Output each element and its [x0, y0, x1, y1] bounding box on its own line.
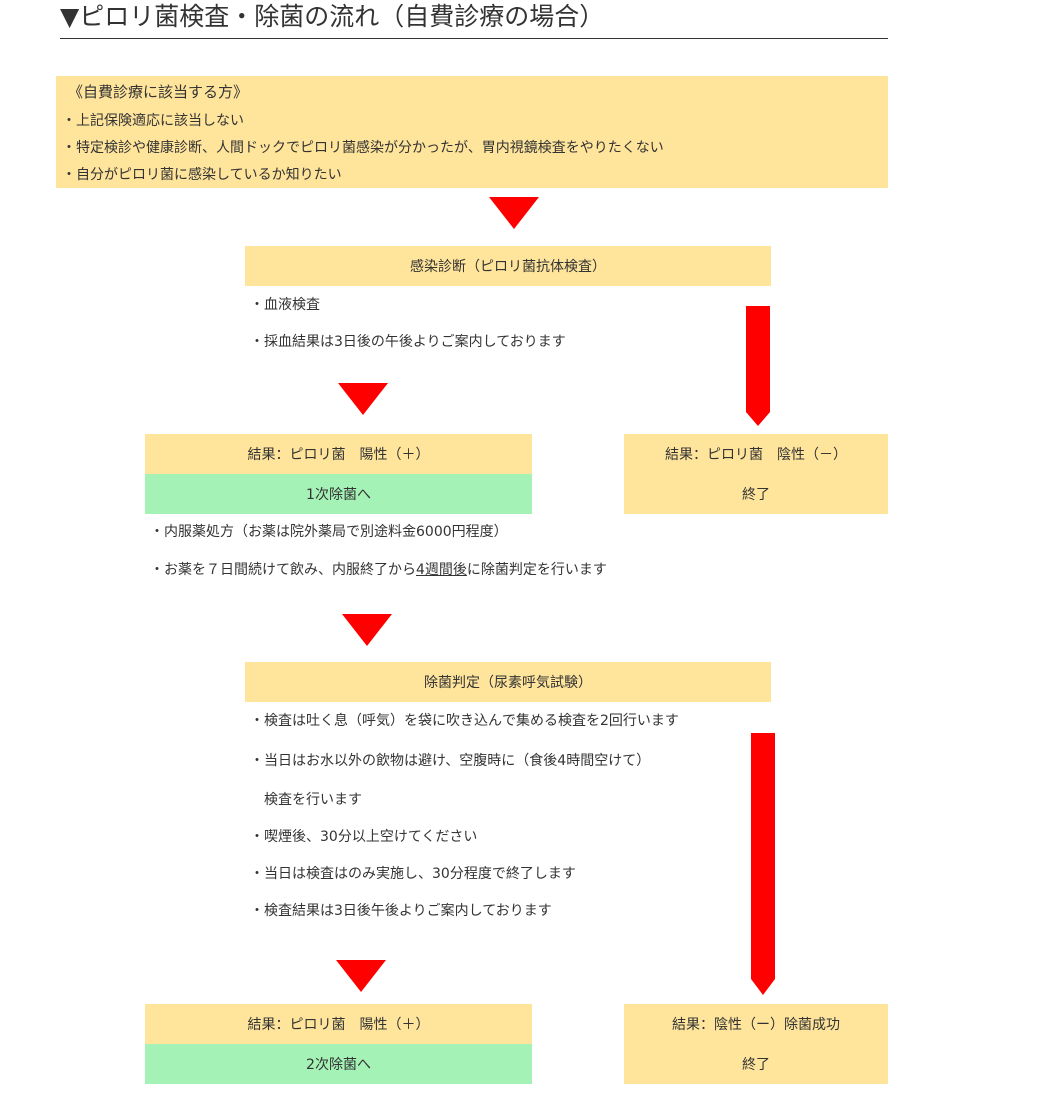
result2-positive-box: 結果：ピロリ菌 陽性（＋） [145, 1004, 532, 1044]
diagnosis-note: ・血液検査 [250, 297, 320, 313]
judgement-note: ・当日は検査はのみ実施し、30分程度で終了します [250, 866, 576, 882]
result1-negative-label: 結果：ピロリ菌 陰性（－） [665, 447, 847, 463]
diagnosis-note: ・採血結果は3日後の午後よりご案内しております [250, 334, 566, 350]
result2-next-step-box: 2次除菌へ [145, 1044, 532, 1084]
judgement-note: ・検査結果は3日後午後よりご案内しております [250, 903, 552, 919]
result2-negative-box: 結果：陰性（ー）除菌成功 終了 [624, 1004, 888, 1084]
judgement-note: 検査を行います [250, 792, 362, 808]
judgement-note: ・検査は吐く息（呼気）を袋に吹き込んで集める検査を2回行います [250, 713, 679, 729]
treatment-note-underlined: 4週間後 [416, 562, 467, 578]
down-arrow-icon [336, 960, 386, 992]
result1-positive-box: 結果：ピロリ菌 陽性（＋） [145, 434, 532, 474]
down-arrow-icon [342, 614, 392, 646]
eligibility-heading: 《自費診療に該当する方》 [68, 83, 249, 101]
result1-negative-next: 終了 [742, 487, 770, 503]
diagnosis-box: 感染診断（ピロリ菌抗体検査） [245, 246, 771, 286]
long-arrow-icon [746, 306, 770, 426]
down-arrow-icon [489, 197, 539, 229]
page-title: ▼ピロリ菌検査・除菌の流れ（自費診療の場合） [60, 0, 888, 39]
long-arrow-icon [751, 733, 775, 995]
judgement-note: ・当日はお水以外の飲物は避け、空腹時に（食後4時間空けて） [250, 753, 651, 769]
result1-negative-box: 結果：ピロリ菌 陰性（－） 終了 [624, 434, 888, 514]
judgement-box: 除菌判定（尿素呼気試験） [245, 662, 771, 702]
treatment-note: ・内服薬処方（お薬は院外薬局で別途料金6000円程度） [150, 524, 508, 540]
treatment-note-text: ・お薬を７日間続けて飲み、内服終了から [150, 562, 416, 578]
eligibility-item: ・自分がピロリ菌に感染しているか知りたい [62, 167, 342, 183]
treatment-note-text: に除菌判定を行います [466, 562, 607, 578]
eligibility-item: ・上記保険適応に該当しない [62, 113, 244, 129]
judgement-note: ・喫煙後、30分以上空けてください [250, 829, 478, 845]
result1-next-step-box: 1次除菌へ [145, 474, 532, 514]
down-arrow-icon [338, 383, 388, 415]
eligibility-box: 《自費診療に該当する方》 ・上記保険適応に該当しない ・特定検診や健康診断、人間… [56, 76, 888, 188]
treatment-note: ・お薬を７日間続けて飲み、内服終了から4週間後に除菌判定を行います [150, 560, 607, 580]
result2-negative-next: 終了 [742, 1057, 770, 1073]
eligibility-item: ・特定検診や健康診断、人間ドックでピロリ菌感染が分かったが、胃内視鏡検査をやりた… [62, 140, 664, 156]
result2-negative-label: 結果：陰性（ー）除菌成功 [672, 1017, 840, 1033]
